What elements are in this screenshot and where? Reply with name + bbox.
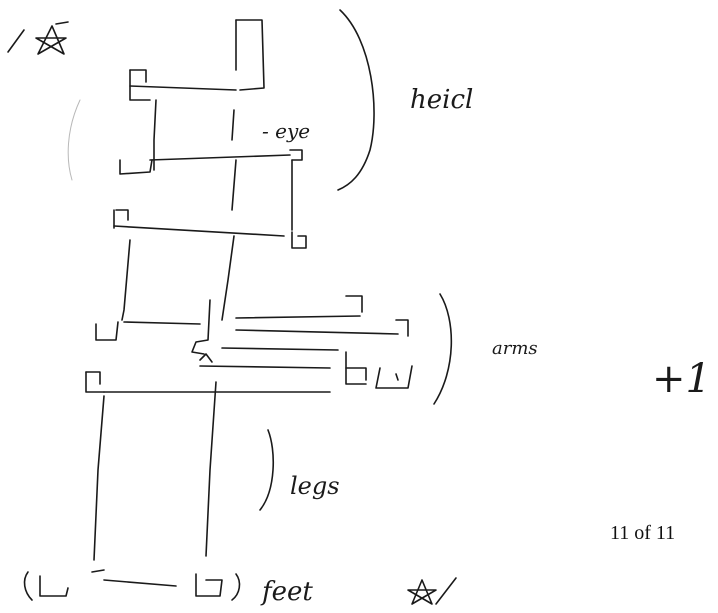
- label-plus-one: +1: [652, 356, 711, 402]
- label-eye: - eye: [262, 119, 310, 143]
- arms-brace: [434, 294, 451, 404]
- label-feet: feet: [260, 577, 313, 607]
- label-arms: arms: [492, 338, 538, 359]
- head-brace: [338, 10, 374, 190]
- arms-rows: [86, 296, 412, 392]
- faint-arc: [68, 100, 80, 180]
- label-legs: legs: [290, 472, 340, 500]
- head-block: [130, 20, 264, 100]
- label-head: heicl: [410, 85, 473, 115]
- star-mark-top-left: [8, 22, 68, 54]
- eye-row: [120, 150, 302, 230]
- feet-row: [25, 570, 240, 600]
- center-column: [154, 100, 236, 320]
- legs-lines: [94, 382, 216, 560]
- page-counter: 11 of 11: [610, 522, 675, 545]
- legs-brace: [260, 430, 273, 510]
- star-mark-bottom-right: [408, 578, 456, 604]
